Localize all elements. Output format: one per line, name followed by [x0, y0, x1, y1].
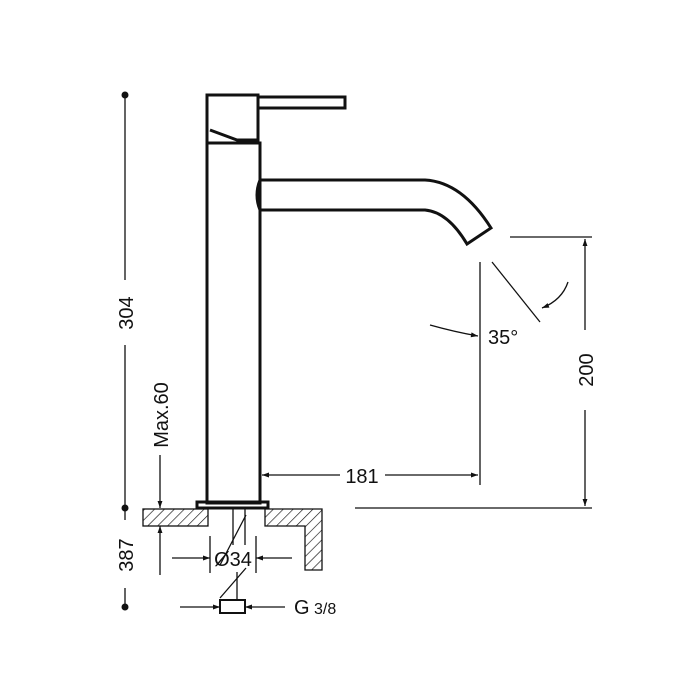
connection-dimension: G 3/8 [180, 567, 336, 619]
angle-dimension: 35° [429, 261, 569, 349]
label-304: 304 [116, 296, 138, 329]
label-diameter: Ø34 [214, 549, 252, 571]
label-max-60: Max.60 [151, 382, 173, 448]
diameter-dimension: Ø34 [172, 514, 292, 573]
label-387: 387 [116, 538, 138, 571]
counter-section [142, 508, 323, 571]
lever-handle [256, 95, 347, 110]
label-35-degrees: 35° [488, 327, 518, 349]
tap-body [195, 93, 494, 510]
height-dimension: 304 387 [116, 91, 138, 611]
label-g-fraction: 3/8 [314, 601, 336, 618]
counter-thickness-dimension: Max.60 [151, 382, 173, 575]
label-200: 200 [576, 353, 598, 386]
spout-height-dimension: 200 [355, 236, 598, 509]
label-181: 181 [345, 466, 378, 488]
reach-dimension: 181 [262, 262, 481, 488]
spout [255, 178, 494, 247]
base-plate [195, 500, 270, 510]
label-g: G [294, 597, 310, 619]
